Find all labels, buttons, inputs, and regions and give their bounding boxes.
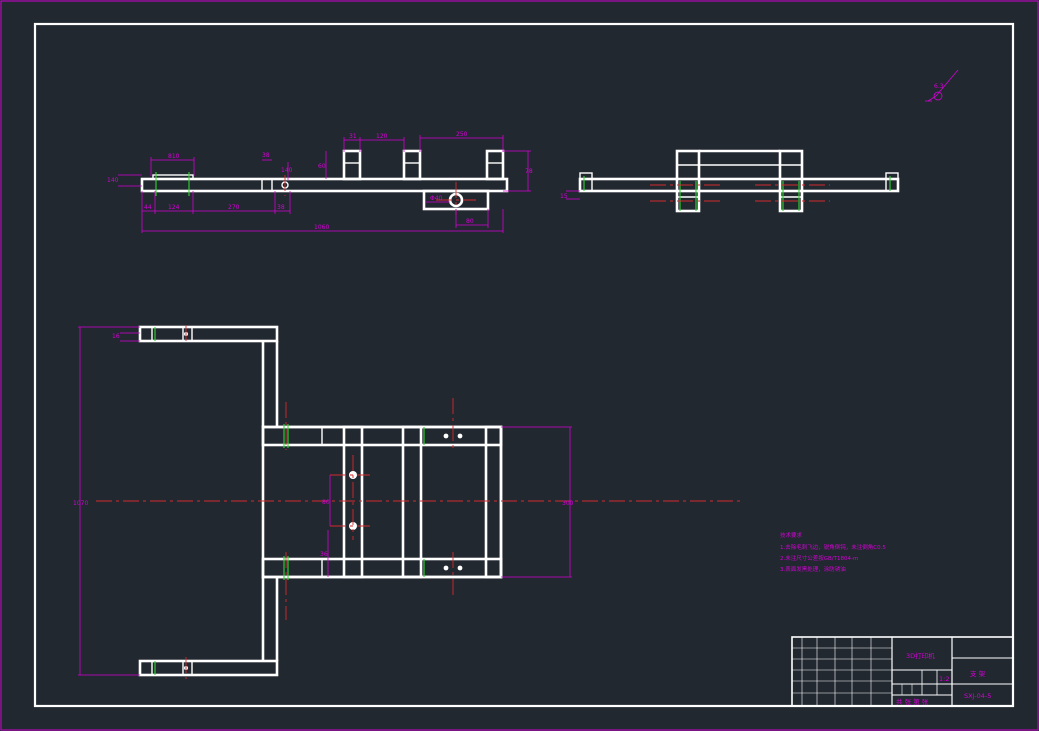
front-upright-2 — [402, 149, 422, 181]
plan-bottom-arm — [138, 659, 279, 677]
dim-16: 16 — [112, 333, 120, 340]
dim-120: 120 — [376, 133, 388, 140]
dim-124: 124 — [168, 204, 180, 211]
dim-78: 78 — [525, 168, 533, 175]
dim-44: 44 — [144, 204, 152, 211]
front-upright-3 — [485, 149, 505, 181]
roughness-symbol: 6.3 — [925, 69, 959, 102]
plan-top-arm — [138, 325, 279, 343]
tech-req-item-1: 1.去除毛刺飞边，锐角倒钝，未注倒角C0.5 — [780, 543, 886, 551]
dim-270: 270 — [228, 204, 240, 211]
dim-38b: 38 — [277, 204, 285, 211]
title-sheet-info: 共 张 第 张 — [896, 697, 929, 706]
dim-38: 38 — [262, 152, 270, 159]
tech-req-heading: 技术要求 — [780, 531, 803, 539]
dim-80b: 80 — [322, 499, 330, 506]
dim-60: 60 — [318, 163, 326, 170]
plan-crossbar-3 — [484, 425, 503, 579]
title-scale: 1:2 — [939, 675, 949, 683]
front-view: 810 38 140 44 124 270 38 1060 250 31 120… — [107, 131, 533, 233]
front-upright-1 — [342, 149, 362, 181]
dim-36: 36 — [320, 551, 328, 558]
plan-view: 1070 16 300 80 36 — [73, 325, 740, 679]
plan-crossbar-2 — [401, 425, 423, 579]
tech-req-item-2: 2.未注尺寸公差按GB/T1804-m — [780, 554, 858, 562]
side-block-left — [675, 149, 701, 213]
title-part-name: 支 架 — [970, 669, 986, 678]
dim-80: 80 — [466, 218, 474, 225]
dim-15: 15 — [560, 193, 568, 200]
title-drawing-number: SXJ-04-5 — [964, 692, 991, 700]
side-main-bar — [578, 177, 900, 193]
dim-31: 31 — [349, 133, 357, 140]
plan-main-frame — [261, 425, 503, 579]
dim-300: 300 — [562, 500, 574, 507]
sheet-frame — [33, 22, 1015, 708]
front-main-bar — [140, 177, 509, 193]
dim-140b: 140 — [281, 167, 293, 174]
dim-810: 810 — [168, 153, 180, 160]
front-left-tab — [152, 174, 194, 180]
dim-phi40: Φ40 — [430, 195, 443, 202]
roughness-value: 6.3 — [934, 83, 944, 90]
dim-1070: 1070 — [73, 500, 88, 507]
technical-requirements: 技术要求 1.去除毛刺飞边，锐角倒钝，未注倒角C0.5 2.未注尺寸公差按GB/… — [780, 531, 886, 573]
title-designation: 3D打印机 — [906, 651, 935, 660]
side-block-right — [778, 149, 804, 213]
title-block: 3D打印机 支 架 SXJ-04-5 1:2 共 张 第 张 — [791, 636, 1014, 707]
dim-1060: 1060 — [314, 224, 329, 231]
tech-req-item-3: 3.表面发黑处理，涂防锈油 — [780, 565, 846, 573]
plan-crossbar-1 — [342, 425, 364, 579]
dim-140: 140 — [107, 177, 119, 184]
side-view: 15 — [560, 149, 900, 213]
dim-250: 250 — [456, 131, 468, 138]
